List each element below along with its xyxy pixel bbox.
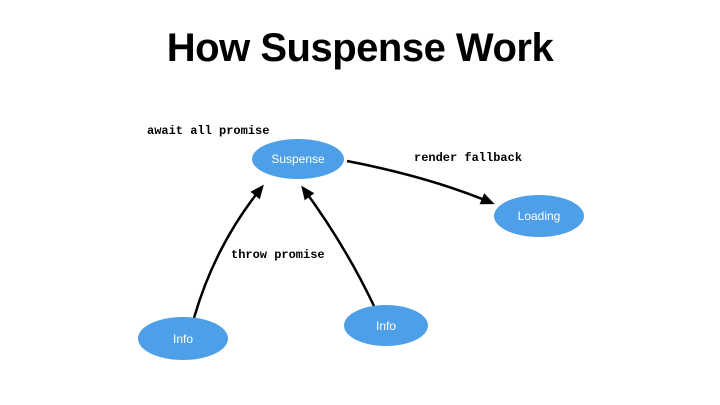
node-info-left: Info xyxy=(138,317,228,360)
node-loading-label: Loading xyxy=(517,209,561,223)
edge-label-throw-promise: throw promise xyxy=(231,248,325,262)
edge-label-render-fallback: render fallback xyxy=(414,151,523,165)
node-info-center-label: Info xyxy=(375,318,396,333)
node-loading: Loading xyxy=(494,195,584,237)
node-info-left-label: Info xyxy=(172,331,193,346)
page-title: How Suspense Work xyxy=(166,26,554,70)
arrow-info-center-to-suspense xyxy=(301,185,376,307)
node-suspense: Suspense xyxy=(252,139,344,179)
arrow-render-fallback xyxy=(346,159,495,205)
node-suspense-label: Suspense xyxy=(271,152,325,166)
node-info-center: Info xyxy=(344,305,428,346)
edge-label-await-all-promise: await all promise xyxy=(147,124,270,138)
